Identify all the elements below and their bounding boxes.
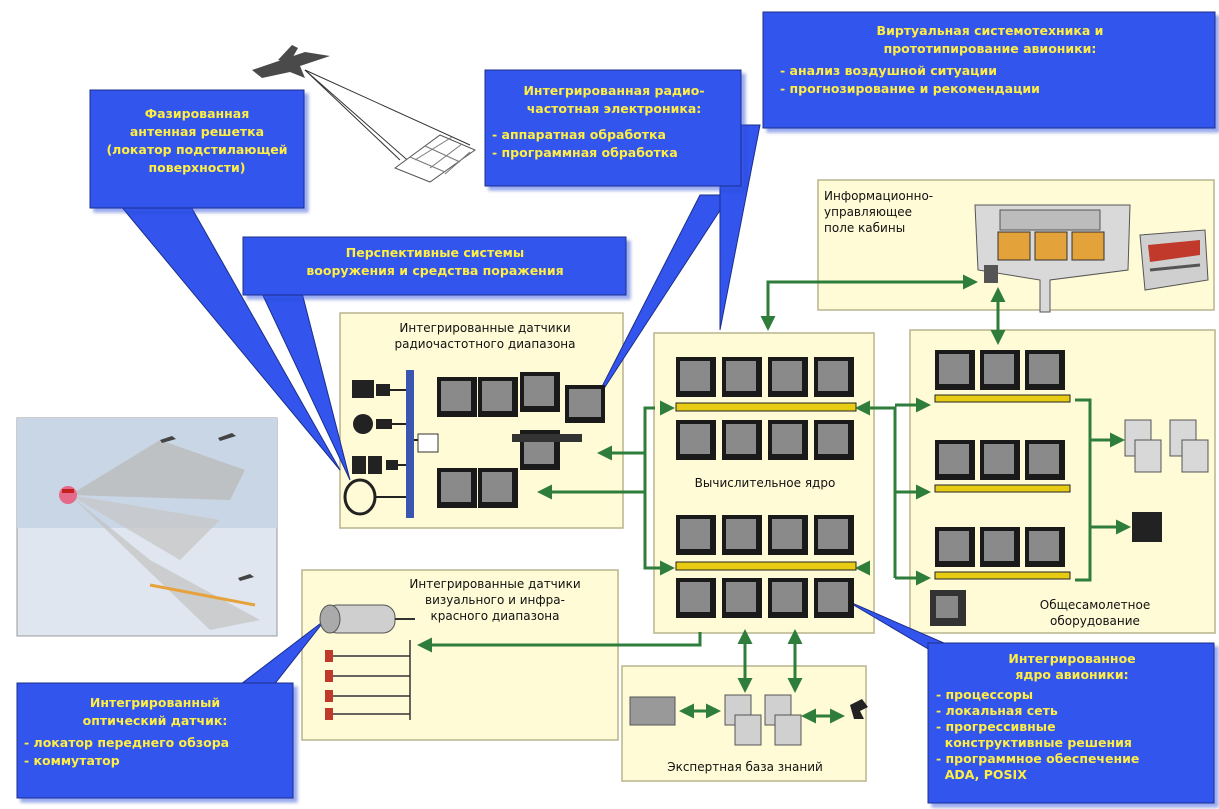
virtual-systems-callout-text: Виртуальная системотехника и прототипиро… [780,22,1200,98]
avionics-core-line: Интегрированное [1008,651,1136,666]
rf-electronics-bullet: - аппаратная обработка [492,127,666,142]
cockpit-seat-icon [1139,229,1209,291]
weapons-line: Перспективные системы [345,245,525,260]
rf-sensors-line: Интегрированные датчики [399,321,571,335]
ir-sensors-line: Интегрированные датчики [409,577,581,591]
rf-electronics-line: частотная электроника: [526,101,702,116]
avionics-core-bullet: - прогрессивные [936,719,1056,734]
ir-sensor-devices [319,604,415,720]
ir-sensors-line: красного диапазона [430,609,560,623]
optical-sensor-bullet: - локатор переднего обзора [24,735,230,750]
avionics-core-line: ядро авионики: [1015,667,1129,682]
connection-arrows [417,274,1131,724]
airplane-icon [252,45,330,78]
phased-array-line: (локатор подстилающей [106,142,288,157]
rf-electronics-line: Интегрированная радио- [523,83,705,98]
virtual-systems-bullet: - анализ воздушной ситуации [780,63,997,78]
cockpit-line: управляющее [824,205,913,219]
general-equipment-label: Общесамолетное оборудование [1000,597,1190,629]
cockpit-panel-devices [974,204,1209,313]
rf-electronics-callout-text: Интегрированная радио- частотная электро… [492,82,736,162]
expert-kb-devices [629,694,868,746]
virtual-systems-bullet: - прогнозирование и рекомендации [780,81,1040,96]
weapons-callout-text: Перспективные системы вооружения и средс… [250,244,620,280]
cockpit-line: поле кабины [824,221,906,235]
compute-core-label: Вычислительное ядро [694,476,836,490]
avionics-core-bullet: - программное обеспечение [936,751,1140,766]
phased-array-callout [89,89,305,209]
rf-electronics-callout [484,69,742,187]
virtual-systems-callout [762,11,1216,129]
phased-array-line: Фазированная [144,106,250,121]
rf-sensors-line: радиочастотного диапазона [394,337,576,351]
general-equipment-line: оборудование [1050,614,1140,628]
antenna-array-icon [304,69,477,183]
avionics-core-bullet: конструктивные решения [936,735,1132,750]
general-equipment-line: Общесамолетное [1039,598,1151,612]
callout-pointers [118,124,961,701]
virtual-systems-line: прототипирование авионики: [883,41,1097,56]
optical-sensor-bullet: - коммутатор [24,753,120,768]
weapons-line: вооружения и средства поражения [306,263,564,278]
rf-sensors-panel-label: Интегрированные датчики радиочастотного … [360,320,610,352]
cockpit-panel-label: Информационно- управляющее поле кабины [824,188,974,236]
rf-electronics-bullet: - программная обработка [492,145,678,160]
avionics-core-callout-text: Интегрированное ядро авионики: - процесс… [936,651,1208,783]
optical-sensor-line: Интегрированный [89,695,221,710]
avionics-core-callout [927,642,1215,804]
avionics-core-bullet: ADA, POSIX [936,767,1027,782]
air-situation-picture [16,417,278,637]
optical-sensor-line: оптический датчик: [82,713,228,728]
avionics-core-bullet: - локальная сеть [936,703,1058,718]
optical-sensor-callout-text: Интегрированный оптический датчик: - лок… [24,694,286,770]
ir-sensors-panel [301,569,619,741]
optical-sensor-callout [16,682,294,799]
virtual-systems-line: Виртуальная системотехника и [876,23,1104,38]
callout-boxes [16,11,1216,804]
rf-sensor-devices [343,370,605,518]
phased-array-line: поверхности) [148,160,246,175]
expert-kb-label: Экспертная база знаний [667,760,823,774]
cockpit-line: Информационно- [824,189,934,203]
general-equipment-devices [930,350,1209,626]
ir-sensors-panel-label: Интегрированные датчики визуального и ин… [375,576,615,624]
phased-array-line: антенная решетка [129,124,265,139]
ir-sensors-line: визуального и инфра- [425,593,565,607]
phased-array-callout-text: Фазированная антенная решетка (локатор п… [96,105,298,177]
weapons-callout [242,236,627,296]
avionics-core-bullet: - процессоры [936,687,1034,702]
